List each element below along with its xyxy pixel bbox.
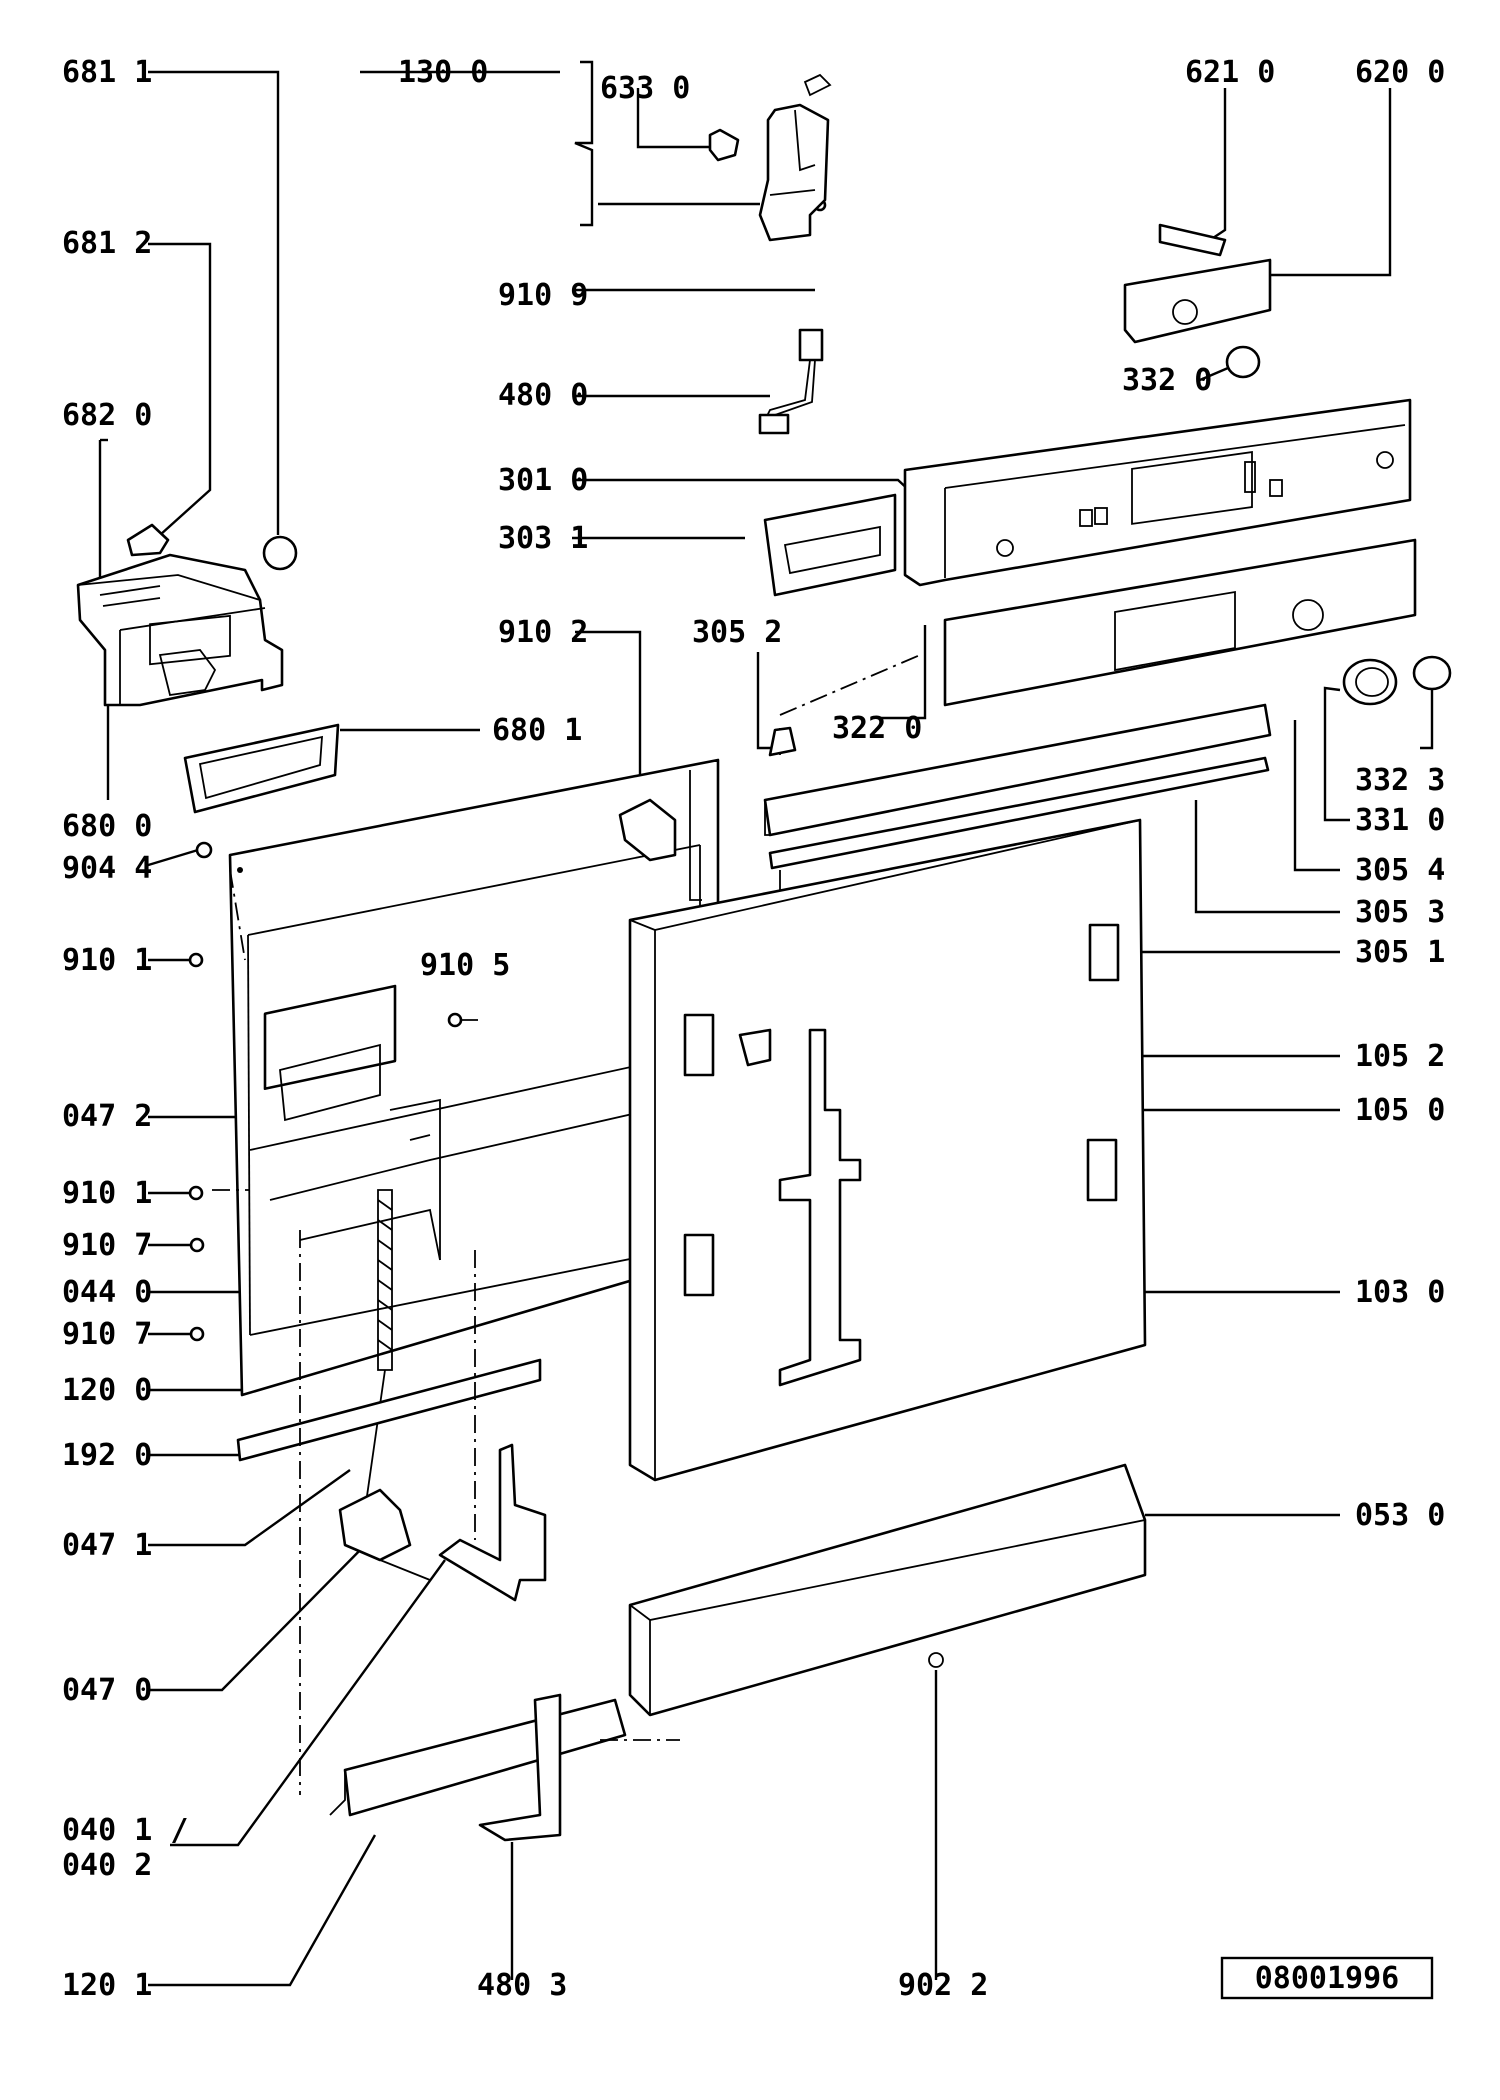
drawing-code-box: 08001996 [1220, 1956, 1434, 2000]
label-303-1: 303 1 [498, 521, 588, 556]
part-322-0-fascia [943, 538, 1417, 707]
label-040-1: 040 1 / [62, 1813, 188, 1848]
label-047-0: 047 0 [62, 1673, 152, 1708]
part-053-0-channel [628, 1463, 1147, 1717]
part-621-0-module [1158, 223, 1227, 257]
label-047-1: 047 1 [62, 1528, 152, 1563]
part-305-trim [763, 703, 1272, 980]
label-040-2: 040 2 [62, 1848, 152, 1883]
label-910-9: 910 9 [498, 278, 588, 313]
part-480-0-harness [758, 328, 824, 435]
label-902-2: 902 2 [898, 1968, 988, 2003]
label-044-0: 044 0 [62, 1275, 152, 1310]
label-332-0: 332 0 [1122, 363, 1212, 398]
label-480-3: 480 3 [477, 1968, 567, 2003]
label-301-0: 301 0 [498, 463, 588, 498]
label-681-2: 681 2 [62, 226, 152, 261]
label-103-0: 103 0 [1355, 1275, 1445, 1310]
label-910-5: 910 5 [420, 948, 510, 983]
part-332-0-button [1225, 345, 1261, 379]
part-040-bracket [438, 1443, 547, 1602]
part-130-0-lock [708, 73, 832, 242]
drawing-code: 08001996 [1255, 1961, 1400, 1996]
part-904-4 [195, 841, 213, 859]
label-047-2: 047 2 [62, 1099, 152, 1134]
label-910-1b: 910 1 [62, 1176, 152, 1211]
part-192-0-rail [236, 1358, 542, 1462]
part-103-0-outer-door [628, 818, 1147, 1482]
label-332-3: 332 3 [1355, 763, 1445, 798]
label-120-1: 120 1 [62, 1968, 152, 2003]
part-331-0-knob [1342, 655, 1452, 706]
part-681-2 [126, 523, 170, 557]
label-910-1a: 910 1 [62, 943, 152, 978]
label-910-2: 910 2 [498, 615, 588, 650]
part-680-0-dispenser [76, 553, 284, 707]
label-904-4: 904 4 [62, 851, 152, 886]
label-682-0: 682 0 [62, 398, 152, 433]
label-620-0: 620 0 [1355, 55, 1445, 90]
label-322-0: 322 0 [832, 711, 922, 746]
label-305-4: 305 4 [1355, 853, 1445, 888]
part-910-2-hinge [618, 798, 677, 862]
part-301-0-control-panel [903, 398, 1412, 587]
leader-lines [98, 60, 1434, 1987]
label-480-0: 480 0 [498, 378, 588, 413]
label-305-1: 305 1 [1355, 935, 1445, 970]
label-130-0: 130 0 [398, 55, 488, 90]
part-120-1-channel [329, 1693, 627, 1842]
label-192-0: 192 0 [62, 1438, 152, 1473]
label-120-0: 120 0 [62, 1373, 152, 1408]
label-621-0: 621 0 [1185, 55, 1275, 90]
part-680-1-gasket [183, 723, 340, 814]
part-044-0-spring [338, 1189, 431, 1581]
part-681-1 [262, 535, 298, 571]
label-910-7b: 910 7 [62, 1317, 152, 1352]
label-305-2: 305 2 [692, 615, 782, 650]
part-120-0-inner-door [228, 758, 720, 1397]
label-105-2: 105 2 [1355, 1039, 1445, 1074]
part-620-0-timer [1123, 258, 1272, 344]
label-105-0: 105 0 [1355, 1093, 1445, 1128]
label-331-0: 331 0 [1355, 803, 1445, 838]
label-910-7a: 910 7 [62, 1228, 152, 1263]
label-680-1: 680 1 [492, 713, 582, 748]
label-053-0: 053 0 [1355, 1498, 1445, 1533]
label-681-1: 681 1 [62, 55, 152, 90]
label-305-3: 305 3 [1355, 895, 1445, 930]
callout-labels: 681 1 681 2 682 0 680 0 904 4 910 1 047 … [62, 55, 1445, 2003]
screws [188, 198, 827, 1342]
label-633-0: 633 0 [600, 71, 690, 106]
part-303-1-insert [763, 493, 897, 597]
label-680-0: 680 0 [62, 809, 152, 844]
